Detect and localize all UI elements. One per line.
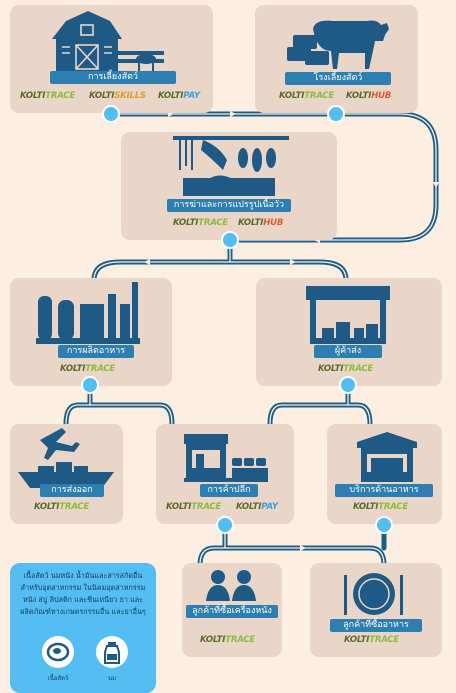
cow-icon [287,20,389,69]
node-farm: การเลี้ยงสัตว์ KOLTITRACE KOLTISKILLS KO… [10,5,213,113]
brand-koltitrace: KOLTITRACE [34,502,89,512]
meat-label: เนื้อสัตว์ [47,675,69,682]
factory-icon [36,282,140,344]
brand-koltitrace: KOLTITRACE [166,502,221,512]
node-food-production: การผลิตอาหาร KOLTITRACE [10,278,172,386]
node-farm-label: การเลี้ยงสัตว์ [50,71,176,84]
brand-koltitrace: KOLTITRACE [20,91,75,101]
meat-circle [42,636,74,668]
node-slaughter: การฆ่าและการแปรรูปเนื้อวัว KOLTITRACE KO… [121,132,337,240]
node-wholesaler: ผู้ค้าส่ง KOLTITRACE [256,278,442,386]
node-feedlot: โรงเลี้ยงสัตว์ KOLTITRACE KOLTIHUB [255,5,418,113]
node-feedlot-label: โรงเลี้ยงสัตว์ [285,72,391,85]
node-leather-customer: ลูกค้าที่ซื้อเครื่องหนัง KOLTITRACE [182,563,282,657]
brand-koltitrace: KOLTITRACE [200,635,255,645]
junction-dot [339,376,357,394]
node-retail-label: การค้าปลีก [200,484,258,497]
brand-koltihub: KOLTIHUB [238,218,284,228]
junction-dot [221,231,239,249]
brand-koltipay: KOLTIPAY [236,502,278,512]
node-slaughter-label: การฆ่าและการแปรรูปเนื้อวัว [167,199,291,212]
byproducts-info-panel: เนื้อสัตว์ นมหนัง น้ำมันและสารสกัดอื่นสำ… [10,563,156,693]
brand-koltitrace: KOLTITRACE [353,502,408,512]
barn-icon [52,11,164,71]
brand-koltitrace: KOLTITRACE [344,635,399,645]
junction-dot [327,105,345,123]
node-retail: การค้าปลีก KOLTITRACE KOLTIPAY [156,424,294,524]
ship-plane-icon [18,428,114,488]
brand-koltihub: KOLTIHUB [346,91,392,101]
people-icon [206,570,256,601]
node-food-customer: ลูกค้าที่ซื้ออาหาร KOLTITRACE [310,563,442,657]
node-export-label: การส่งออก [40,484,104,497]
meat-icon [173,136,289,196]
node-food-customer-label: ลูกค้าที่ซื้ออาหาร [330,619,422,632]
milk-circle [96,636,128,668]
brand-koltitrace: KOLTITRACE [318,364,373,374]
brand-koltitrace: KOLTITRACE [279,91,334,101]
node-food-production-label: การผลิตอาหาร [58,345,134,358]
restaurant-icon [357,432,417,482]
milk-bottle-icon [104,642,120,664]
junction-dot [102,105,120,123]
junction-dot [375,516,393,534]
junction-dot [81,376,99,394]
node-export: การส่งออก KOLTITRACE [10,424,123,524]
milk-label: นม [107,675,117,682]
brand-koltiskills: KOLTISKILLS [89,91,146,101]
junction-dot [216,516,234,534]
node-food-service-label: บริการด้านอาหาร [335,484,433,497]
byproducts-text: เนื้อสัตว์ นมหนัง น้ำมันและสารสกัดอื่นสำ… [20,571,146,616]
plate-icon [344,573,403,615]
store-icon [184,434,268,482]
brand-koltipay: KOLTIPAY [158,91,200,101]
node-wholesaler-label: ผู้ค้าส่ง [314,345,382,358]
steak-icon [46,642,70,662]
node-food-service: บริการด้านอาหาร KOLTITRACE [327,424,442,524]
warehouse-icon [306,286,390,344]
node-leather-customer-label: ลูกค้าที่ซื้อเครื่องหนัง [186,605,278,618]
brand-koltitrace: KOLTITRACE [60,364,115,374]
brand-koltitrace: KOLTITRACE [173,218,228,228]
